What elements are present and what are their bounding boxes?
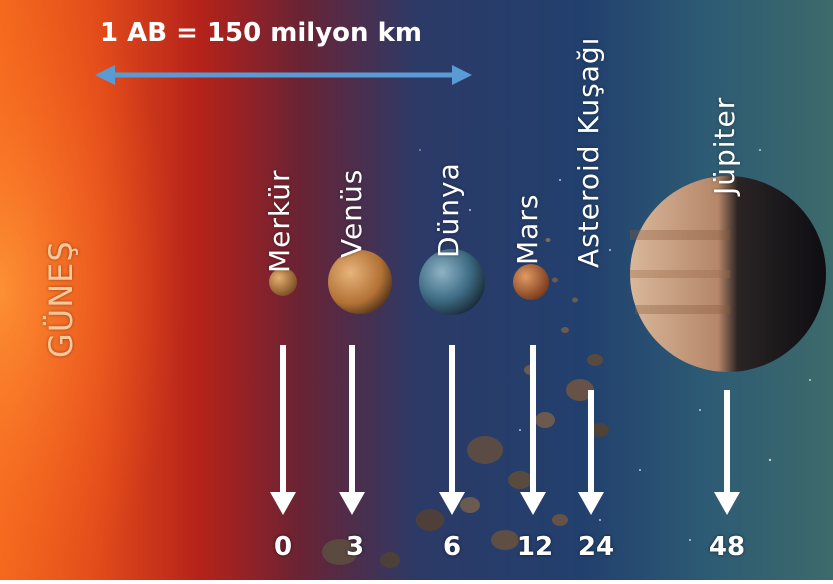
distance-mars: 12 xyxy=(516,532,554,562)
distance-merkur: 0 xyxy=(273,532,293,562)
distance-venus: 3 xyxy=(345,532,365,562)
venus-planet xyxy=(328,250,392,314)
stars xyxy=(419,149,811,541)
sun-label: GÜNEŞ xyxy=(42,240,80,358)
body-label-jupiter: Jüpiter xyxy=(708,96,741,195)
asteroid-belt xyxy=(322,238,609,568)
distance-jupiter: 48 xyxy=(708,532,746,562)
distance-arrows xyxy=(280,345,730,495)
mars-planet xyxy=(513,264,549,300)
jupiter-bands xyxy=(630,230,730,314)
sun-glow xyxy=(0,0,300,580)
body-label-venus: Venüs xyxy=(335,168,368,258)
earth-planet xyxy=(419,249,485,315)
distance-asteroid: 24 xyxy=(577,532,615,562)
body-label-merkur: Merkür xyxy=(263,169,296,273)
mercury-planet xyxy=(269,268,297,296)
distance-dunya: 6 xyxy=(442,532,462,562)
scale-label: 1 AB = 150 milyon km xyxy=(100,18,422,48)
body-label-dunya: Dünya xyxy=(432,162,465,258)
scale-arrow-right-head xyxy=(452,65,472,85)
body-label-asteroid: Asteroid Kuşağı xyxy=(572,36,605,268)
body-label-mars: Mars xyxy=(511,193,544,265)
jupiter-planet xyxy=(630,176,826,372)
scale-arrow-left-head xyxy=(95,65,115,85)
arrow-heads xyxy=(270,492,740,515)
